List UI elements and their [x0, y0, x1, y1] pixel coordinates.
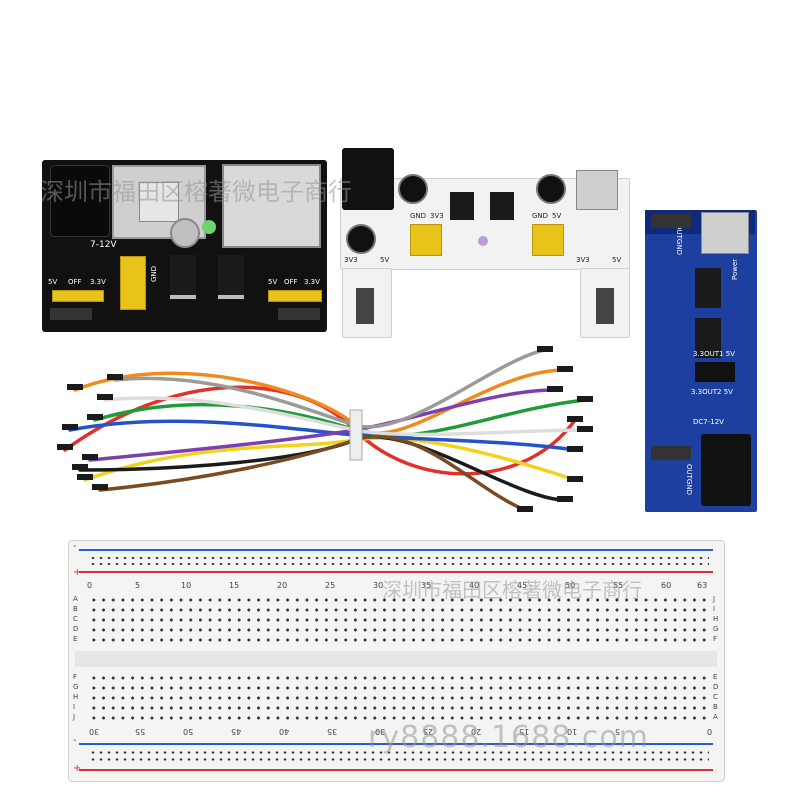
- led: [478, 236, 488, 246]
- regulator-right: [218, 255, 244, 295]
- pin-header-bottom: [651, 446, 691, 460]
- gnd-label-right: GND: [532, 212, 549, 220]
- bottom-rail-minus: -: [73, 735, 77, 746]
- left-bottom-pins: [50, 308, 92, 320]
- input-voltage-label: 7-12V: [90, 240, 117, 250]
- row-letters-lower-left: F G H I J: [73, 673, 79, 721]
- 3v3-label-bottom-left: 3V3: [344, 256, 358, 264]
- bottom-rail-plus: +: [73, 763, 82, 774]
- capacitor: [170, 218, 200, 248]
- 5v-label-bottom-left: 5V: [380, 256, 390, 264]
- lower-terminal-strip: [89, 673, 711, 723]
- 5v-label-right: 5V: [552, 212, 562, 220]
- row-letters-upper-right: J I H G F: [713, 595, 719, 643]
- mini-usb-port: [701, 212, 749, 254]
- watermark-middle: 深圳市福田区榕著微电子商行: [382, 578, 642, 602]
- capacitor: [346, 224, 376, 254]
- capacitor: [536, 174, 566, 204]
- led: [202, 220, 216, 234]
- regulator-left: [170, 255, 196, 295]
- right-rail-3v3: 3.3V: [304, 278, 320, 286]
- top-rail-holes: [89, 555, 709, 567]
- left-leg-pins: [356, 288, 374, 324]
- left-rail-off: OFF: [68, 278, 82, 286]
- top-rail-minus: -: [73, 541, 77, 552]
- gnd-label: GND: [150, 265, 159, 283]
- usb-port: [222, 164, 321, 248]
- left-rail-5v: 5V: [48, 278, 58, 286]
- top-column-numbers: 0 5 10 15 20 25 30 35 40 45 50 55 60 63: [87, 581, 708, 590]
- header-right: [532, 224, 564, 256]
- left-rail-jumper[interactable]: [52, 290, 104, 302]
- row-letters-lower-right: E D C B A: [713, 673, 719, 721]
- cable-tie: [349, 409, 363, 461]
- blue-power-module: OUTGND Power 3.3OUT1 5V 3.3OUT2 5V DC7-1…: [645, 210, 757, 512]
- out-gnd-bottom-label: OUTGND: [685, 464, 693, 495]
- regulator-left: [450, 192, 474, 220]
- regulator-right: [490, 192, 514, 220]
- right-rail-jumper[interactable]: [268, 290, 322, 302]
- out1-jumper[interactable]: [695, 362, 735, 382]
- right-leg-pins: [596, 288, 614, 324]
- out2-label: 3.3OUT2 5V: [691, 388, 733, 396]
- out-gnd-top-label: OUTGND: [675, 224, 683, 255]
- right-rail-5v: 5V: [268, 278, 278, 286]
- center-channel: [75, 651, 717, 667]
- center-header: [120, 256, 146, 310]
- gnd-label-left: GND: [410, 212, 427, 220]
- regulator-2: [695, 318, 721, 358]
- upper-terminal-strip: [89, 595, 711, 645]
- breadboard: - + 0 5 10 15 20 25 30 35 40 45 50 55 60…: [68, 540, 725, 782]
- right-rail-off: OFF: [284, 278, 298, 286]
- regulator-1: [695, 268, 721, 308]
- watermark-bottom: ry8888.1688.com: [368, 720, 649, 755]
- barrel-jack: [50, 165, 110, 237]
- 3v3-label-left: 3V3: [430, 212, 444, 220]
- dc-input-label: DC7-12V: [693, 418, 724, 426]
- barrel-jack: [701, 434, 751, 506]
- white-power-module: GND 3V3 GND 5V 3V3 5V 3V3 5V: [340, 148, 630, 338]
- wire-grey: [113, 348, 547, 429]
- pin-header-top: [651, 214, 691, 228]
- out1-label: 3.3OUT1 5V: [693, 350, 735, 358]
- capacitor: [398, 174, 428, 204]
- mini-usb-port: [576, 170, 618, 210]
- black-power-module: 7-12V GND 5V OFF 3.3V 5V OFF 3.3V: [42, 160, 327, 332]
- watermark-top: 深圳市福田区榕著微电子商行: [40, 178, 352, 206]
- left-rail-3v3: 3.3V: [90, 278, 106, 286]
- 3v3-label-bottom-right: 3V3: [576, 256, 590, 264]
- 5v-label-bottom-right: 5V: [612, 256, 622, 264]
- header-left: [410, 224, 442, 256]
- barrel-jack: [342, 148, 394, 210]
- right-bottom-pins: [278, 308, 320, 320]
- bottom-rail-holes: [89, 749, 709, 763]
- power-label: Power: [731, 258, 739, 280]
- jumper-wire-bundle: [57, 346, 593, 512]
- row-letters-upper-left: A B C D E: [73, 595, 79, 643]
- top-rail-plus: +: [73, 567, 82, 578]
